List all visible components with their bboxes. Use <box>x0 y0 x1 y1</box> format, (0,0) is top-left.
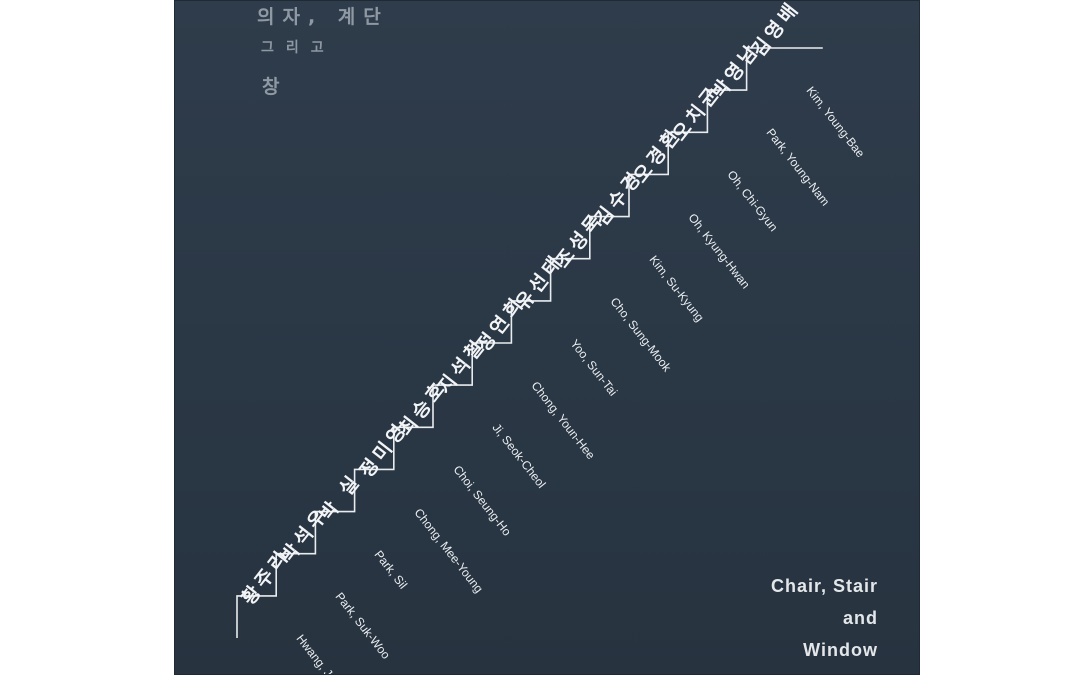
staircase-line <box>236 47 823 638</box>
english-title-line-3: Window <box>803 640 878 660</box>
english-title-line-1: Chair, Stair <box>770 576 878 596</box>
korean-title-line-3: 창 <box>262 76 288 98</box>
english-title-line-2: and <box>842 608 878 628</box>
korean-title-line-1: 의자, 계단 <box>257 6 389 28</box>
korean-title-line-2: 그리고 <box>261 40 336 56</box>
